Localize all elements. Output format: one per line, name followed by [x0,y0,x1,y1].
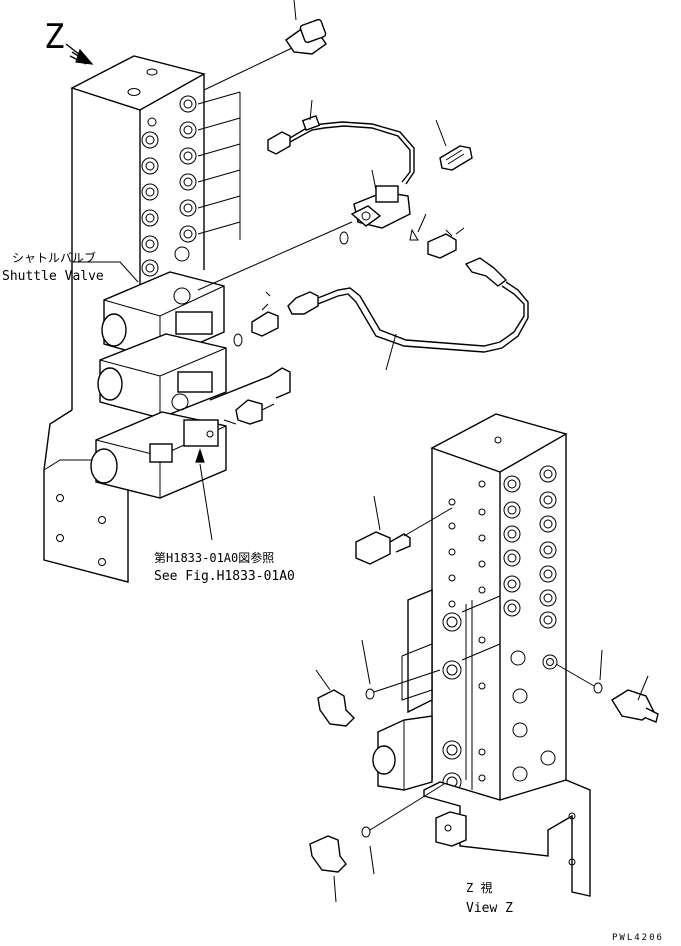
see-fig-pointer [195,448,213,541]
lower-valve-stack [430,413,568,813]
view-direction-arrow [65,43,94,65]
sensor-leader [197,221,353,291]
top-pressure-switch [285,0,327,55]
shuttle-valve-label-en: Shuttle Valve [2,269,104,284]
wire-harness [267,99,415,185]
drawing-code: PWL4206 [612,933,664,943]
solenoid-valve-1 [101,271,225,361]
upper-stack-ports [141,95,197,277]
view-z-label-ja: Z 視 [466,880,492,895]
pipe-bracket [209,367,291,425]
elbow-fitting-1 [427,227,465,259]
lower-solenoid-blocks [372,588,433,791]
solenoid-valve-2 [97,333,227,419]
sensor-bolt [435,119,473,171]
upper-valve-stack [70,47,293,430]
solenoid-valve-3 [90,411,227,499]
pressure-sensor [350,169,411,229]
view-z-label-en: View Z [466,901,513,916]
shuttle-valve-leader [72,261,139,283]
lower-stack-left-ports [442,480,486,792]
o-ring-2 [233,333,243,347]
view-marker-z: Z [44,17,64,57]
straight-fitting-1 [251,291,279,337]
lower-pressure-switch [355,495,453,565]
lower-mounting-bracket [423,779,591,897]
right-pressure-sensor [555,649,659,723]
hose-assembly [287,257,529,371]
see-fig-label-ja: 第H1833-01A0図参照 [154,550,274,565]
connector-leader [223,419,237,425]
lower-elbow-fitting-2 [309,783,445,903]
shuttle-valve-label-ja: シャトルバルブ [12,250,96,265]
lower-elbow-fitting-1 [315,639,441,727]
lower-stack-right-ports [503,465,558,782]
see-fig-label-en: See Fig.H1833-01A0 [154,569,295,584]
o-ring-1 [339,213,427,245]
